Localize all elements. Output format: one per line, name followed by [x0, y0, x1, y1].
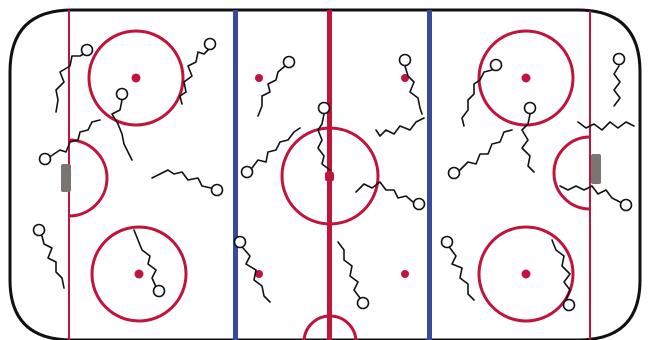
neutral-dot-left-bottom — [255, 270, 263, 278]
skater-paths — [32, 37, 635, 312]
left-goal — [61, 164, 71, 192]
skater-path — [179, 37, 217, 105]
faceoff-circle-right-bottom — [477, 225, 575, 323]
skater-path — [233, 235, 271, 303]
faceoff-circle-left-bottom — [90, 225, 188, 323]
skater-path — [559, 185, 633, 212]
skater-path — [337, 241, 370, 310]
skater-path — [317, 101, 331, 171]
skater-path — [240, 127, 301, 179]
referee-crease — [302, 314, 358, 340]
right-goal — [591, 154, 601, 184]
left-goal-crease — [68, 138, 109, 218]
faceoff-dot-right-bottom — [521, 269, 531, 279]
faceoff-circle-center — [280, 126, 380, 226]
skater-path — [151, 169, 224, 197]
skater-path — [375, 117, 425, 137]
skater-path — [612, 52, 626, 107]
right-goal-crease — [552, 135, 591, 211]
skater-path — [398, 53, 423, 115]
skater-path — [461, 58, 503, 127]
skater-path — [551, 239, 576, 312]
skater-path — [32, 223, 65, 289]
skater-path — [55, 43, 94, 113]
faceoff-circle-left-top — [87, 29, 185, 127]
neutral-dot-right-top — [401, 74, 409, 82]
skater-path — [38, 119, 101, 166]
skater-path — [447, 129, 513, 180]
skater-path — [111, 87, 133, 161]
skater-path — [257, 55, 296, 117]
skater-path — [133, 229, 166, 298]
center-faceoff-dot — [325, 172, 334, 181]
faceoff-dot-right-top — [521, 73, 531, 83]
skater-path — [440, 235, 475, 301]
right-blue-line — [427, 10, 432, 340]
neutral-dot-right-bottom — [401, 270, 409, 278]
skater-path — [521, 101, 537, 173]
skater-path — [355, 181, 426, 211]
left-blue-line — [233, 10, 238, 340]
faceoff-dot-left-top — [131, 73, 141, 83]
faceoff-dot-left-bottom — [134, 269, 144, 279]
neutral-dot-left-top — [255, 74, 263, 82]
skater-path — [577, 121, 635, 131]
